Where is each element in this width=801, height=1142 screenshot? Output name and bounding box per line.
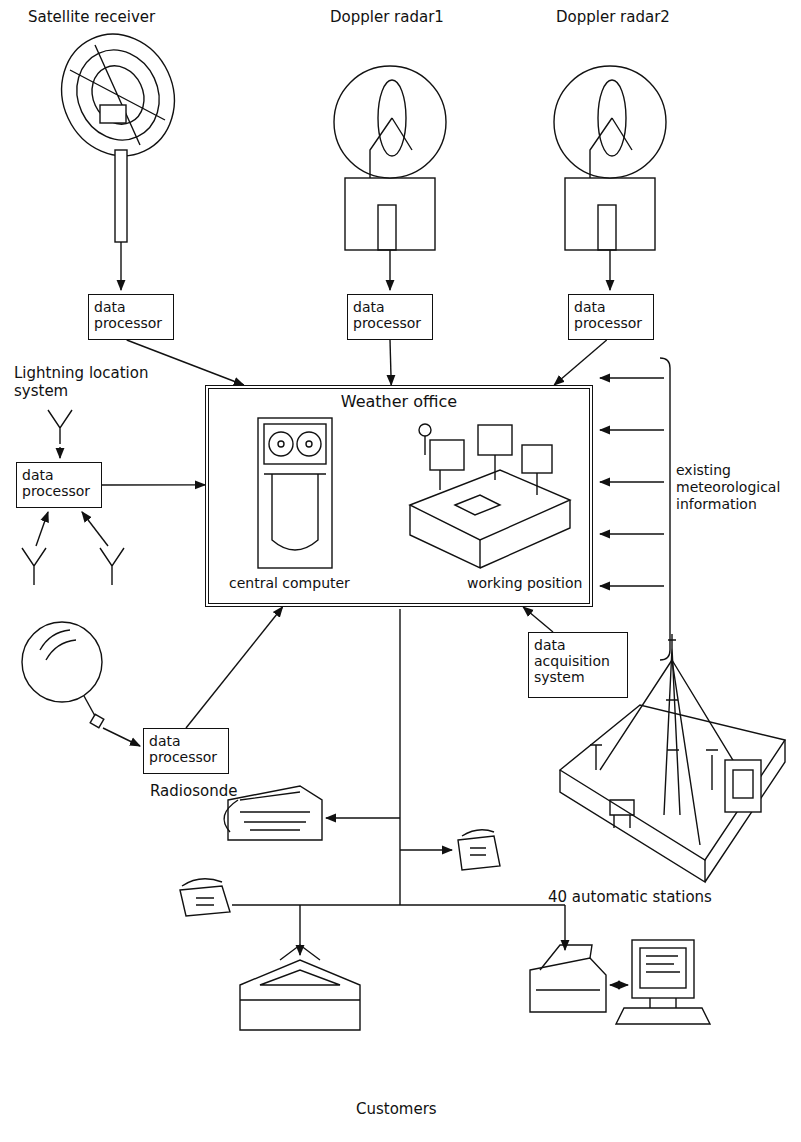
printer	[530, 945, 606, 1012]
radiosonde-balloon	[22, 622, 140, 746]
part-label: Doppler radar1	[330, 8, 490, 26]
fax-machine	[224, 786, 322, 840]
teleprinter	[240, 945, 360, 1030]
part-label: Lightning location system	[14, 364, 179, 400]
telephone	[180, 879, 230, 916]
part-label: Satellite receiver	[28, 8, 228, 26]
data-flow-arrow	[523, 607, 553, 632]
data-flow-arrow	[186, 607, 283, 728]
process-box: data acquisition system	[528, 632, 628, 698]
process-box: data processor	[347, 294, 433, 340]
computer-terminal	[616, 940, 710, 1024]
input-bracket	[600, 358, 670, 660]
part-label: Doppler radar2	[556, 8, 716, 26]
radar-station	[554, 66, 666, 290]
telephone	[458, 830, 500, 870]
box-title: data acquisition system	[534, 637, 622, 685]
distribution-lines	[232, 609, 628, 985]
process-box: data processor	[88, 294, 174, 340]
box-title: Weather office	[209, 393, 589, 411]
workstation-desk	[410, 424, 570, 568]
box-caption: working position	[467, 575, 597, 591]
box-title: data processor	[94, 299, 168, 331]
office-box: Weather officecentral computerworking po…	[205, 385, 593, 607]
box-caption: central computer	[229, 575, 379, 591]
process-box: data processor	[143, 728, 229, 774]
box-title: data processor	[353, 299, 427, 331]
box-title: data processor	[149, 733, 223, 765]
lightning-antennas	[22, 410, 124, 585]
process-box: data processor	[16, 462, 102, 508]
computer-cabinet	[258, 418, 332, 568]
part-label: Radiosonde	[150, 782, 280, 800]
radar-station	[334, 66, 446, 290]
part-label: Customers	[356, 1100, 496, 1118]
box-title: data processor	[574, 299, 648, 331]
data-flow-arrow	[554, 340, 607, 385]
process-box: data processor	[568, 294, 654, 340]
part-label: 40 automatic stations	[548, 888, 748, 906]
data-flow-arrow	[102, 484, 205, 486]
data-flow-arrow	[390, 340, 391, 385]
part-label: existing meteorological information	[676, 462, 796, 512]
satellite-dish	[42, 16, 194, 290]
box-title: data processor	[22, 467, 96, 499]
